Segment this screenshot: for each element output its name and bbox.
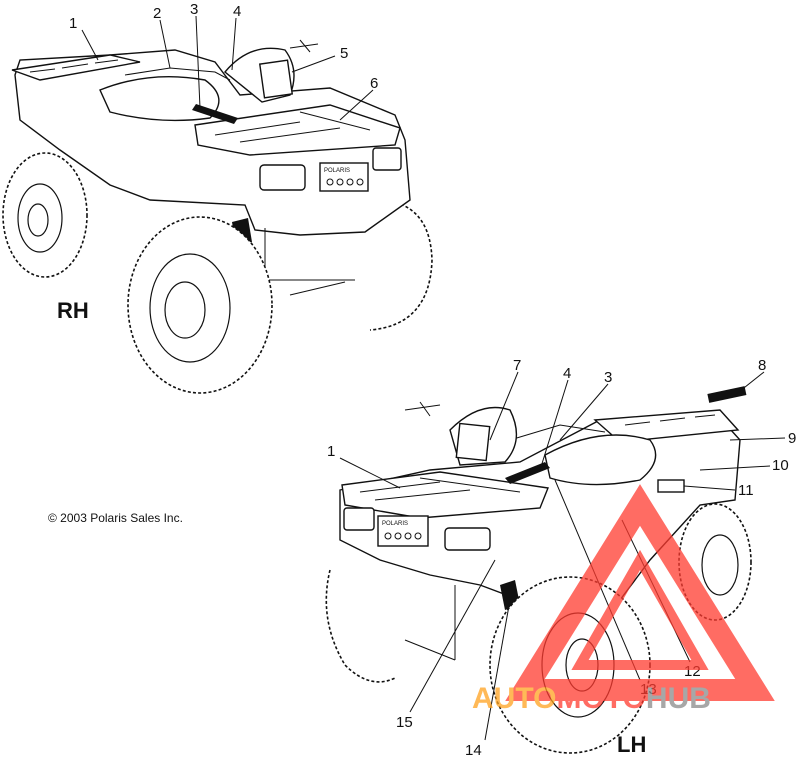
callout-4: 4 (233, 3, 241, 20)
rh-headlight (258, 59, 294, 99)
lh-seat (544, 434, 657, 486)
watermark-text-moto: MOTO (556, 682, 645, 715)
lh-decal-8 (707, 386, 747, 403)
callout-4-lh: 4 (563, 365, 571, 382)
rh-front-hub (164, 281, 206, 339)
watermark-inner-triangle-icon (571, 549, 709, 670)
view-label-rh: RH (57, 298, 89, 323)
lh-decal-11 (657, 479, 685, 493)
watermark: AUTOMOTOHUB (472, 484, 775, 715)
rh-front-rack (194, 104, 401, 156)
lh-badge-panel (377, 515, 429, 547)
callout-3-lh: 3 (604, 369, 612, 386)
callout-2: 2 (153, 5, 161, 22)
callout-7: 7 (513, 357, 521, 374)
lh-rear-rim (701, 534, 739, 596)
lh-handlebar (509, 424, 606, 441)
rh-rear-hub (27, 203, 49, 237)
callout-8: 8 (758, 357, 766, 374)
copyright-notice: © 2003 Polaris Sales Inc. (48, 511, 183, 525)
callout-3: 3 (190, 1, 198, 18)
rh-bumper (264, 228, 355, 296)
callout-11: 11 (738, 482, 754, 499)
lh-brand-badge: POLARIS (382, 521, 408, 527)
rh-badge-panel (319, 162, 369, 192)
callout-1: 1 (69, 15, 77, 32)
callout-5: 5 (340, 45, 348, 62)
callout-15: 15 (396, 714, 413, 731)
lh-right-lamp (444, 527, 491, 551)
rh-handlebar (124, 67, 231, 81)
watermark-text: AUTOMOTOHUB (472, 682, 711, 715)
rh-leader-lines (81, 15, 374, 121)
rh-left-lamp (259, 164, 306, 191)
callout-1-lh: 1 (327, 443, 335, 460)
watermark-text-auto: AUTO (472, 682, 556, 715)
callout-10: 10 (772, 457, 789, 474)
lh-far-tire (325, 569, 396, 683)
callout-14: 14 (465, 742, 482, 759)
rh-callouts: 1 2 3 4 5 6 (69, 1, 378, 92)
lh-bumper (404, 585, 456, 661)
lh-lever (404, 401, 441, 417)
rh-lever (289, 39, 319, 53)
callout-6: 6 (370, 75, 378, 92)
rh-right-lamp (372, 147, 402, 171)
atv-rh-view: POLARIS (2, 39, 433, 394)
rh-brand-badge: POLARIS (324, 168, 350, 174)
lh-vent-decal (505, 462, 550, 484)
rh-vent-decal (192, 104, 238, 124)
view-label-lh: LH (617, 732, 646, 757)
lh-left-lamp (343, 507, 375, 531)
lh-headlight (455, 422, 491, 462)
watermark-text-hub: HUB (646, 682, 711, 715)
watermark-triangle-icon (505, 484, 775, 701)
callout-9: 9 (788, 430, 796, 447)
lh-front-rack (341, 471, 549, 519)
rh-seat (99, 75, 220, 122)
